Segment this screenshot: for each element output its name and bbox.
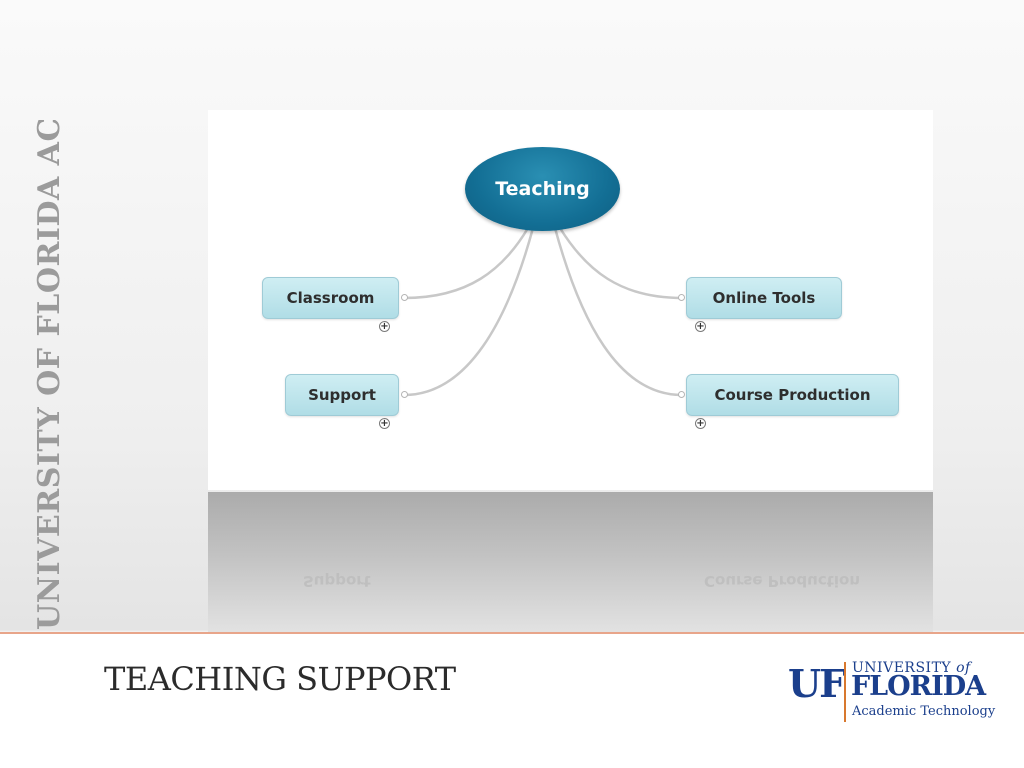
uf-academic-technology-logo: UF UNIVERSITY of FLORIDA Academic Techno… <box>788 660 995 724</box>
logo-university-word: UNIVERSITY <box>852 660 952 676</box>
uf-monogram: UF <box>788 661 846 706</box>
logo-unit: Academic Technology <box>852 704 996 719</box>
reflection-label-support: Support <box>303 572 371 590</box>
connector-course-production <box>553 227 683 397</box>
mindmap-connectors <box>403 227 683 397</box>
branch-label: Classroom <box>286 289 375 307</box>
expand-icon[interactable]: + <box>379 321 390 332</box>
mindmap-reflection: Support Course Production <box>208 492 933 632</box>
reflection-label-course-production: Course Production <box>704 572 861 590</box>
vertical-side-title: UNIVERSITY OF FLORIDA ACADEMIC TECHNOLOG… <box>32 120 67 630</box>
branch-node-course-production[interactable]: Course Production <box>686 374 899 416</box>
logo-of: of <box>956 660 971 676</box>
connector-port <box>401 391 408 398</box>
root-node-teaching[interactable]: Teaching <box>465 147 620 231</box>
mindmap-canvas: Teaching Classroom + Support + Online To… <box>208 110 933 490</box>
footer-divider <box>0 632 1024 634</box>
expand-icon[interactable]: + <box>695 418 706 429</box>
logo-florida: FLORIDA <box>851 671 986 702</box>
connector-port <box>678 391 685 398</box>
branch-node-online-tools[interactable]: Online Tools <box>686 277 842 319</box>
branch-label: Online Tools <box>712 289 816 307</box>
branch-label: Support <box>308 386 376 404</box>
connector-port <box>401 294 408 301</box>
slide-title: TEACHING SUPPORT <box>104 660 456 698</box>
expand-icon[interactable]: + <box>695 321 706 332</box>
branch-node-classroom[interactable]: Classroom <box>262 277 399 319</box>
logo-university: UNIVERSITY of <box>852 660 971 676</box>
logo-divider <box>844 662 846 722</box>
connector-port <box>678 294 685 301</box>
branch-label: Course Production <box>714 386 871 404</box>
connector-classroom <box>403 227 530 300</box>
expand-icon[interactable]: + <box>379 418 390 429</box>
branch-node-support[interactable]: Support <box>285 374 399 416</box>
connector-support <box>403 227 535 397</box>
connector-online-tools <box>558 227 683 300</box>
